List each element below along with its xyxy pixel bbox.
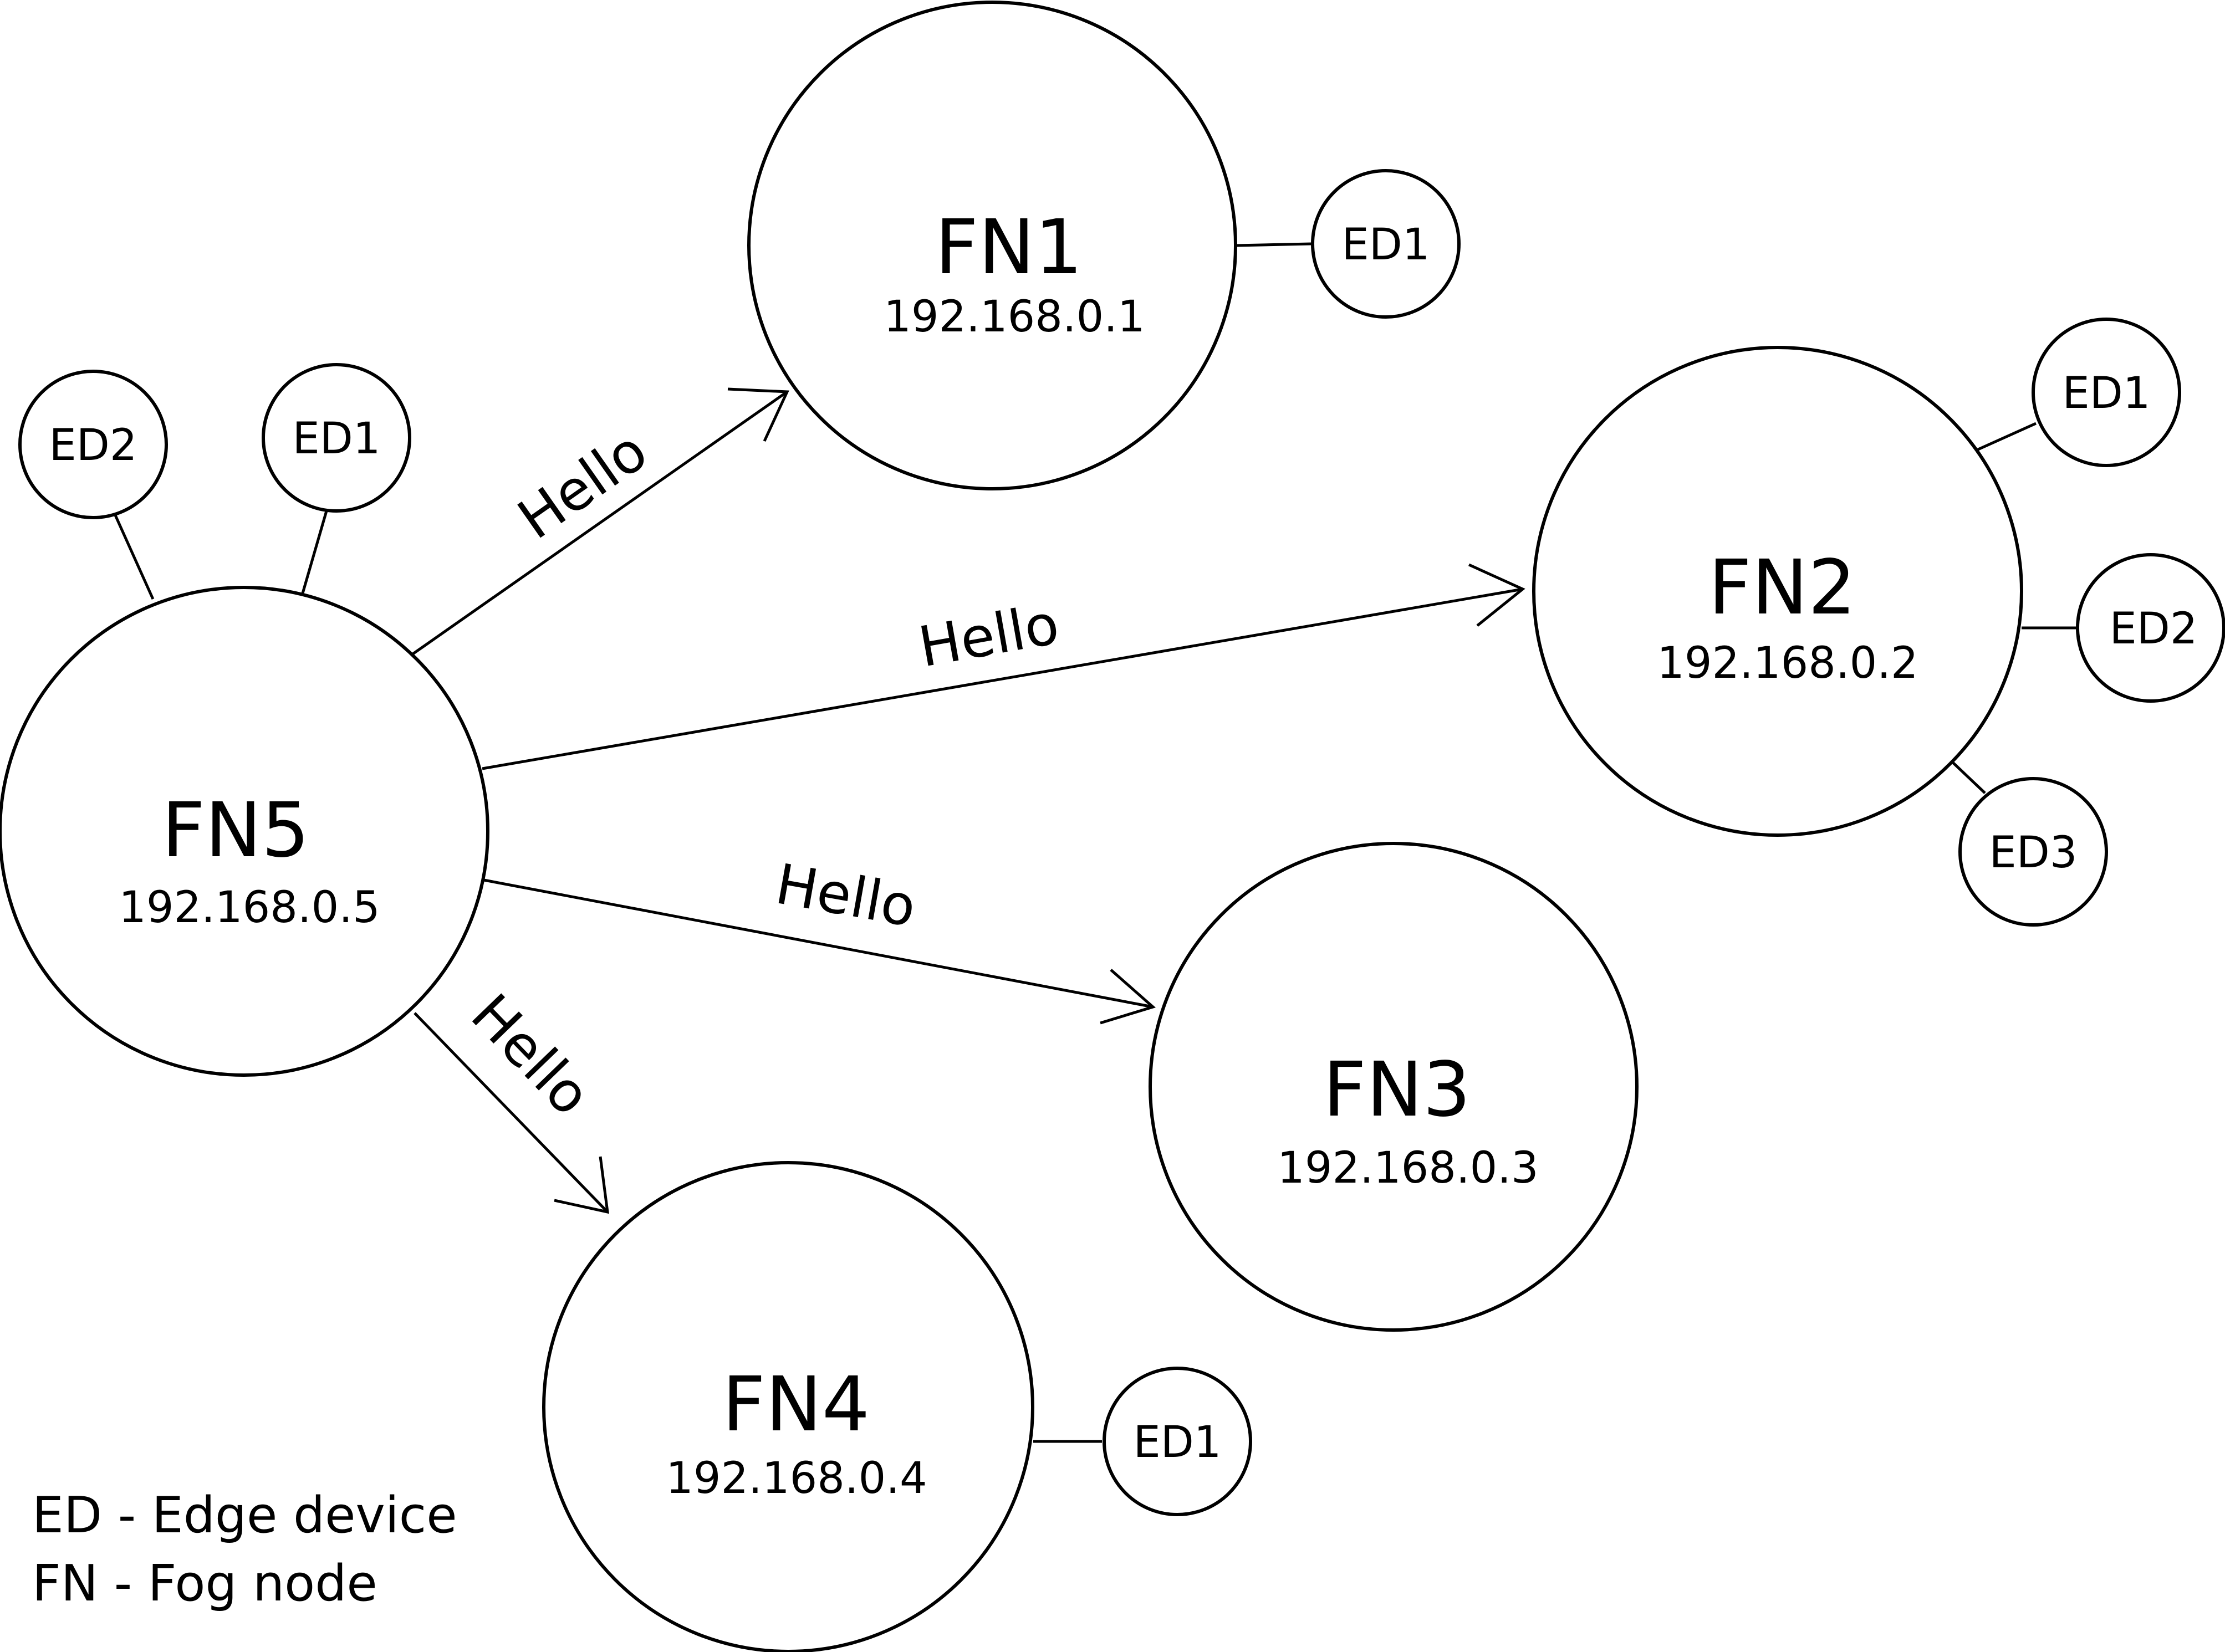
legend-edge-device: ED - Edge device [32,1486,457,1544]
fog-node-fn5-name: FN5 [162,787,310,874]
fog-node-fn4-name: FN4 [722,1361,870,1449]
edge-device-fn1-ed1-label: ED1 [1342,220,1430,270]
edge-device-fn5-ed2: ED2 [18,370,168,519]
edge-device-fn2-ed3-circle [1958,777,2108,927]
fog-node-fn2: FN2 192.168.0.2 [1532,346,2023,837]
fog-node-fn1-ip: 192.168.0.1 [884,292,1145,342]
arrow-fn5-to-fn1 [409,390,788,658]
arrow-fn5-to-fn4 [414,1012,609,1213]
fog-node-fn3: FN3 192.168.0.3 [1149,842,1639,1332]
edge-links [112,242,2076,1443]
arrow-fn5-to-fn2 [482,587,1523,770]
link-fn2-ed1 [1974,422,2037,452]
fog-node-fn3-ip: 192.168.0.3 [1277,1143,1538,1193]
edge-device-fn5-ed2-label: ED2 [49,421,137,470]
fog-node-fn3-name: FN3 [1323,1046,1471,1134]
hello-label-fn4: Hello [459,981,603,1128]
fog-node-fn4-circle [542,1161,1034,1652]
arrowhead-fn4 [554,1156,609,1214]
hello-labels: Hello Hello Hello Hello [459,418,1064,1128]
edge-device-fn5-ed1: ED1 [262,363,411,513]
arrowhead-fn3 [1100,969,1156,1025]
link-fn5-ed1 [300,510,328,596]
edge-device-fn2-ed3-label: ED3 [1989,828,2078,878]
edge-device-fn5-ed2-circle [18,370,168,519]
legend: ED - Edge device FN - Fog node [32,1486,457,1613]
edge-device-fn1-ed1-circle [1311,169,1461,319]
fog-node-fn1: FN1 192.168.0.1 [747,1,1237,490]
edge-device-fn2-ed1-circle [2032,318,2181,467]
hello-label-fn2: Hello [914,591,1064,679]
edge-device-fn4-ed1: ED1 [1103,1367,1252,1516]
edge-device-fn4-ed1-circle [1103,1367,1252,1516]
fog-node-fn5-circle [0,586,489,1077]
link-fn5-ed2 [112,510,155,600]
legend-fog-node: FN - Fog node [32,1554,377,1613]
edge-device-fn2-ed2-label: ED2 [2110,604,2198,654]
edge-device-fn4-ed1-label: ED1 [1134,1418,1222,1467]
fog-node-fn5: FN5 192.168.0.5 [0,586,489,1077]
fog-node-fn3-circle [1149,842,1639,1332]
fog-node-fn5-ip: 192.168.0.5 [119,883,380,933]
fog-node-fn2-name: FN2 [1708,544,1856,632]
arrowhead-fn1 [727,387,789,442]
link-fn2-ed3 [1951,761,1986,794]
fog-node-fn2-ip: 192.168.0.2 [1657,638,1918,688]
fog-node-fn4-ip: 192.168.0.4 [666,1454,927,1503]
link-fn1-ed1 [1236,242,1311,247]
fog-node-fn1-name: FN1 [935,204,1083,291]
fog-node-fn2-circle [1532,346,2023,837]
arrow-fn5-to-fn3 [483,878,1154,1009]
edge-device-fn2-ed2: ED2 [2076,553,2225,703]
hello-arrows [409,387,1525,1214]
edge-device-fn5-ed1-label: ED1 [293,414,381,464]
fog-node-fn1-circle [747,1,1237,490]
hello-label-fn1: Hello [507,418,659,551]
fog-node-fn4: FN4 192.168.0.4 [542,1161,1034,1652]
edge-device-fn2-ed1-label: ED1 [2063,369,2151,418]
hello-label-fn3: Hello [771,851,921,939]
arrowhead-fn2 [1468,563,1525,627]
edge-device-fn2-ed2-circle [2076,553,2225,703]
edge-device-fn5-ed1-circle [262,363,411,513]
edge-device-fn2-ed1: ED1 [2032,318,2181,467]
edge-device-fn2-ed3: ED3 [1958,777,2108,927]
edge-device-fn1-ed1: ED1 [1311,169,1461,319]
